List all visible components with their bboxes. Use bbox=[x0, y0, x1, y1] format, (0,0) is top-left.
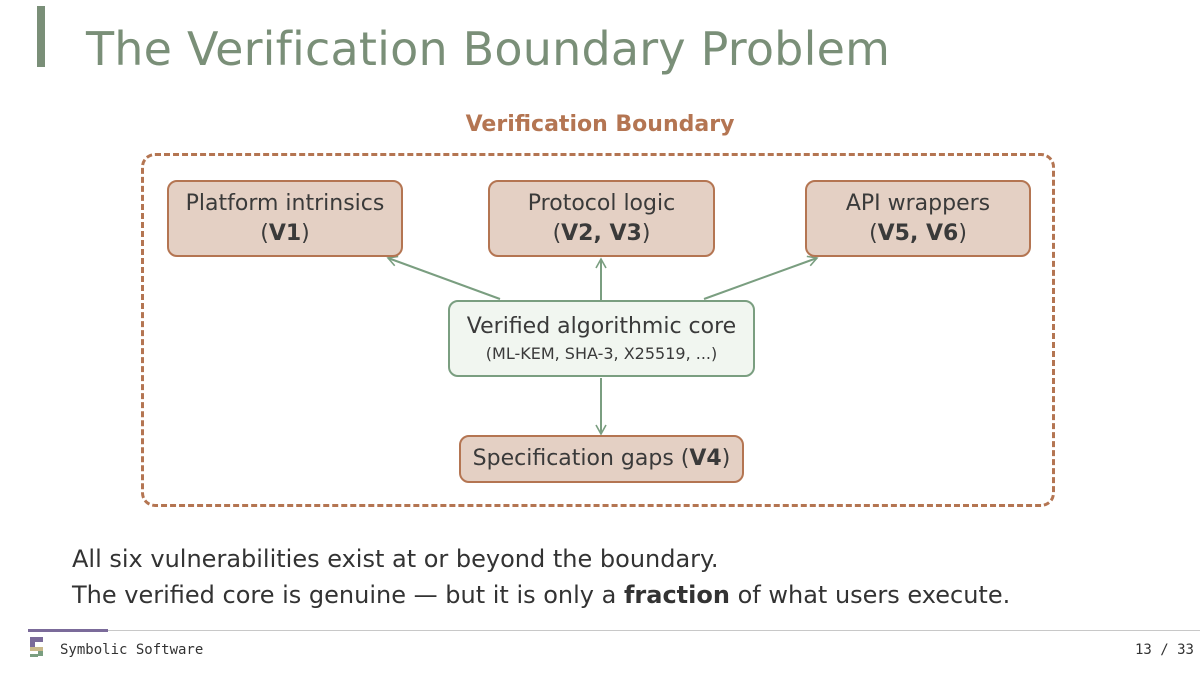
node-platform-ref: (V1) bbox=[260, 220, 310, 246]
node-api-wrappers: API wrappers (V5, V6) bbox=[805, 180, 1031, 257]
title-accent-bar bbox=[37, 6, 45, 67]
slide-title: The Verification Boundary Problem bbox=[86, 22, 891, 76]
node-spec-label: Specification gaps (V4) bbox=[472, 446, 731, 471]
node-verified-core: Verified algorithmic core (ML-KEM, SHA-3… bbox=[448, 300, 755, 377]
page-number: 13 / 33 bbox=[1134, 642, 1194, 658]
footer-divider bbox=[108, 630, 1200, 631]
boundary-label: Verification Boundary bbox=[465, 112, 735, 137]
summary-line-1: All six vulnerabilities exist at or beyo… bbox=[72, 545, 719, 573]
verification-boundary-box bbox=[141, 153, 1055, 507]
footer-accent-bar bbox=[28, 629, 108, 632]
summary-text: All six vulnerabilities exist at or beyo… bbox=[72, 541, 1010, 613]
node-core-label: Verified algorithmic core bbox=[466, 313, 737, 339]
symbolic-software-logo-icon bbox=[30, 637, 43, 657]
node-protocol-logic: Protocol logic (V2, V3) bbox=[488, 180, 715, 257]
footer-brand: Symbolic Software bbox=[60, 642, 204, 658]
node-platform-intrinsics: Platform intrinsics (V1) bbox=[167, 180, 403, 257]
node-protocol-label: Protocol logic bbox=[527, 190, 676, 216]
node-api-ref: (V5, V6) bbox=[869, 220, 967, 246]
node-api-label: API wrappers bbox=[845, 190, 991, 216]
node-protocol-ref: (V2, V3) bbox=[552, 220, 651, 246]
node-specification-gaps: Specification gaps (V4) bbox=[459, 435, 744, 483]
arrow-core-to-api bbox=[703, 255, 819, 300]
summary-line-2: The verified core is genuine — but it is… bbox=[72, 581, 1011, 609]
arrow-core-to-platform bbox=[386, 255, 501, 300]
node-core-examples: (ML-KEM, SHA-3, X25519, ...) bbox=[485, 343, 718, 363]
node-platform-label: Platform intrinsics bbox=[185, 190, 385, 216]
